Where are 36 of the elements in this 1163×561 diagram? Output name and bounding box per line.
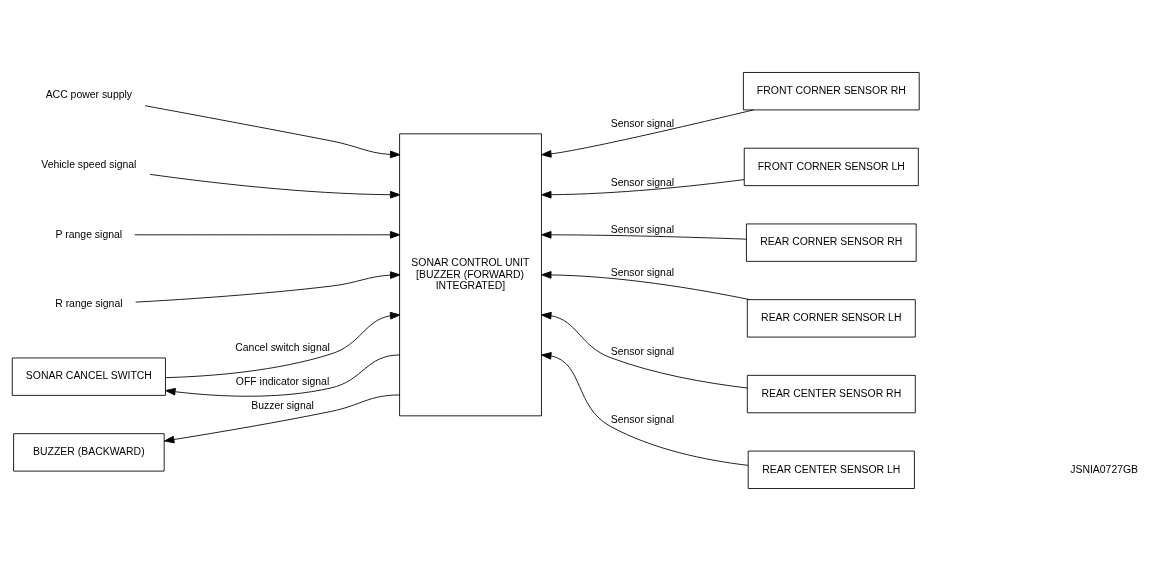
node-box: REAR CORNER SENSOR LH: [746, 299, 916, 338]
edge-label: Sensor signal: [610, 345, 675, 357]
edge-label: OFF indicator signal: [235, 376, 330, 388]
node-text: R range signal: [55, 298, 123, 310]
node-box: SONAR CANCEL SWITCH: [11, 357, 166, 396]
arrow: [163, 394, 401, 444]
node-box: SONAR CONTROL UNIT [BUZZER (FORWARD) INTEGRATED]: [399, 133, 542, 417]
arrow: [541, 109, 754, 158]
node-text: Vehicle speed signal: [41, 158, 137, 170]
arrow: [165, 354, 401, 397]
node-box: BUZZER (BACKWARD): [13, 433, 165, 472]
edge-label: Sensor signal: [610, 414, 675, 426]
arrow: [541, 231, 747, 240]
arrow: [144, 105, 401, 159]
edge-label: Sensor signal: [610, 117, 675, 129]
arrow: [149, 173, 401, 199]
node-box: REAR CENTER SENSOR RH: [746, 374, 916, 414]
arrow: [541, 352, 749, 466]
node-text: P range signal: [55, 228, 123, 240]
edge-label: Sensor signal: [610, 223, 675, 235]
arrow: [541, 311, 748, 389]
arrow: [134, 231, 401, 239]
node-box: REAR CENTER SENSOR LH: [747, 450, 915, 489]
edge-label: Buzzer signal: [251, 399, 314, 411]
node-box: FRONT CORNER SENSOR LH: [743, 147, 919, 187]
node-box: FRONT CORNER SENSOR RH: [742, 72, 920, 111]
label: JSNIA0727GB: [1070, 463, 1139, 475]
arrow: [165, 311, 401, 379]
node-text: ACC power supply: [45, 89, 133, 101]
node-box: REAR CORNER SENSOR RH: [746, 223, 917, 262]
edge-label: Cancel switch signal: [235, 342, 330, 354]
arrow: [541, 271, 751, 301]
edge-label: Sensor signal: [610, 176, 675, 188]
arrow: [135, 271, 401, 303]
arrow: [541, 179, 745, 199]
edge-label: Sensor signal: [610, 267, 675, 279]
